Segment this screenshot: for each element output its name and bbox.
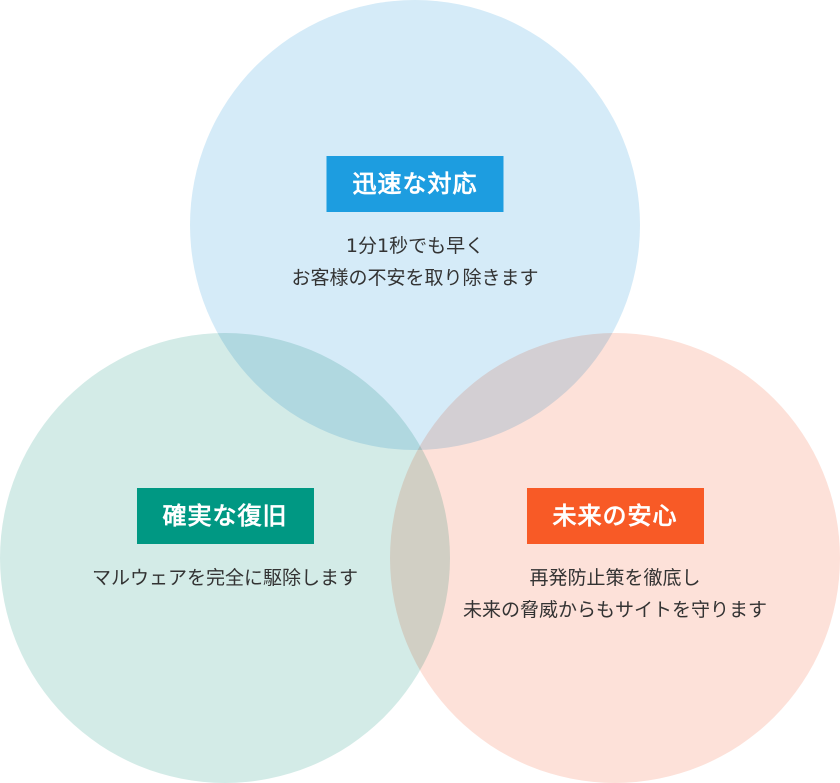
speed-description-line-1: 1分1秒でも早く — [345, 235, 485, 257]
security-description: 再発防止策を徹底し 未来の脅威からもサイトを守ります — [463, 562, 767, 626]
recovery-description-line-1: マルウェアを完全に駆除します — [91, 567, 359, 589]
security-description-line-1: 再発防止策を徹底し — [529, 567, 701, 589]
venn-circle-security — [390, 333, 840, 783]
speed-description: 1分1秒でも早く お客様の不安を取り除きます — [291, 230, 538, 294]
venn-circle-recovery — [0, 333, 450, 783]
security-description-line-2: 未来の脅威からもサイトを守ります — [462, 599, 768, 621]
recovery-description: マルウェアを完全に駆除します — [92, 562, 358, 594]
security-group: 未来の安心 再発防止策を徹底し 未来の脅威からもサイトを守ります — [463, 488, 767, 626]
speed-title-badge: 迅速な対応 — [326, 156, 504, 212]
speed-group: 迅速な対応 1分1秒でも早く お客様の不安を取り除きます — [291, 156, 539, 294]
recovery-group: 確実な復旧 マルウェアを完全に駆除します — [92, 488, 358, 594]
speed-description-line-2: お客様の不安を取り除きます — [291, 267, 539, 289]
security-title-badge: 未来の安心 — [526, 488, 704, 544]
recovery-title-badge: 確実な復旧 — [136, 488, 314, 544]
